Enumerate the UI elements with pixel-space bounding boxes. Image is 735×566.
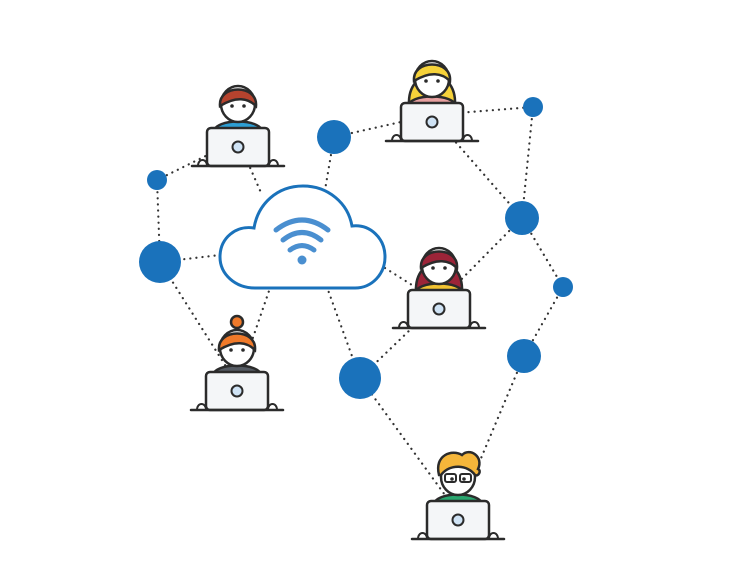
connection-line [158, 260, 239, 386]
user-at-laptop-icon [410, 450, 506, 541]
user-at-laptop-icon [384, 59, 480, 143]
eye [431, 266, 435, 270]
wifi-icon [273, 217, 331, 253]
network-node-icon [317, 120, 351, 154]
hair [436, 450, 481, 477]
user-at-laptop-icon [391, 246, 487, 330]
eye [424, 79, 428, 83]
cloud-outline [218, 184, 387, 290]
wifi-dot [297, 255, 307, 265]
eye [450, 477, 454, 481]
glasses-icon [459, 473, 472, 483]
user-at-laptop-icon [189, 314, 285, 412]
connection-line [456, 354, 526, 515]
network-node-icon [505, 201, 539, 235]
laptop-logo-icon [425, 115, 439, 129]
eye [230, 104, 234, 108]
connection-line [358, 376, 460, 515]
eye [436, 79, 440, 83]
connection-line [236, 138, 264, 197]
laptop-logo-icon [432, 302, 446, 316]
network-node-icon [147, 170, 167, 190]
laptop-logo-icon [451, 513, 465, 527]
hair [419, 250, 459, 271]
eye [462, 477, 466, 481]
cloud-wifi-icon [218, 184, 387, 290]
connection-lines [155, 105, 565, 515]
glasses-icon [444, 473, 457, 483]
users [189, 59, 506, 541]
connection-line [235, 286, 272, 386]
laptop-logo-icon [231, 140, 245, 154]
hair [218, 88, 258, 109]
network-node-icon [139, 241, 181, 283]
hair [217, 332, 257, 353]
eye [443, 266, 447, 270]
network-node-icon [553, 277, 573, 297]
connection-line [430, 105, 535, 117]
connection-line [158, 253, 222, 264]
hair [412, 63, 452, 84]
eye [229, 348, 233, 352]
connection-line [520, 105, 535, 220]
hair-bun [229, 314, 245, 330]
user-at-laptop-icon [190, 84, 286, 168]
network-node-icon [507, 339, 541, 373]
network-node-icon [339, 357, 381, 399]
network-node-icon [523, 97, 543, 117]
laptop-logo-icon [230, 384, 244, 398]
eye [242, 104, 246, 108]
network-nodes [139, 97, 573, 399]
eye [241, 348, 245, 352]
